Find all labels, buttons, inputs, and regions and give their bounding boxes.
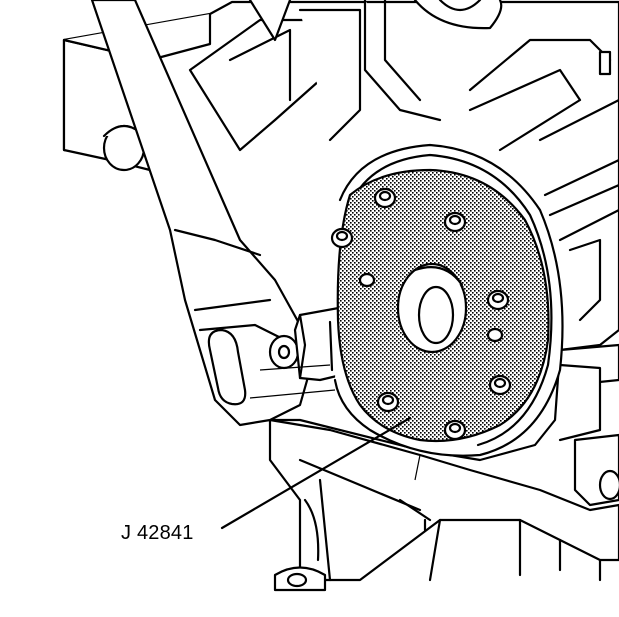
bolt-4 — [488, 374, 512, 396]
bolt-6 — [376, 391, 400, 413]
plate-hub — [396, 262, 468, 354]
callout-leader — [220, 416, 412, 530]
plate-bolts — [330, 187, 512, 441]
bolt-5 — [443, 419, 467, 441]
breaker-bar — [90, 0, 312, 427]
tool-number-label: J 42841 — [121, 522, 194, 544]
oil-pan — [268, 418, 619, 592]
bolt-1 — [373, 187, 397, 209]
bolt-3 — [486, 289, 510, 311]
bolt-7 — [330, 227, 354, 249]
bolt-2 — [443, 211, 467, 233]
